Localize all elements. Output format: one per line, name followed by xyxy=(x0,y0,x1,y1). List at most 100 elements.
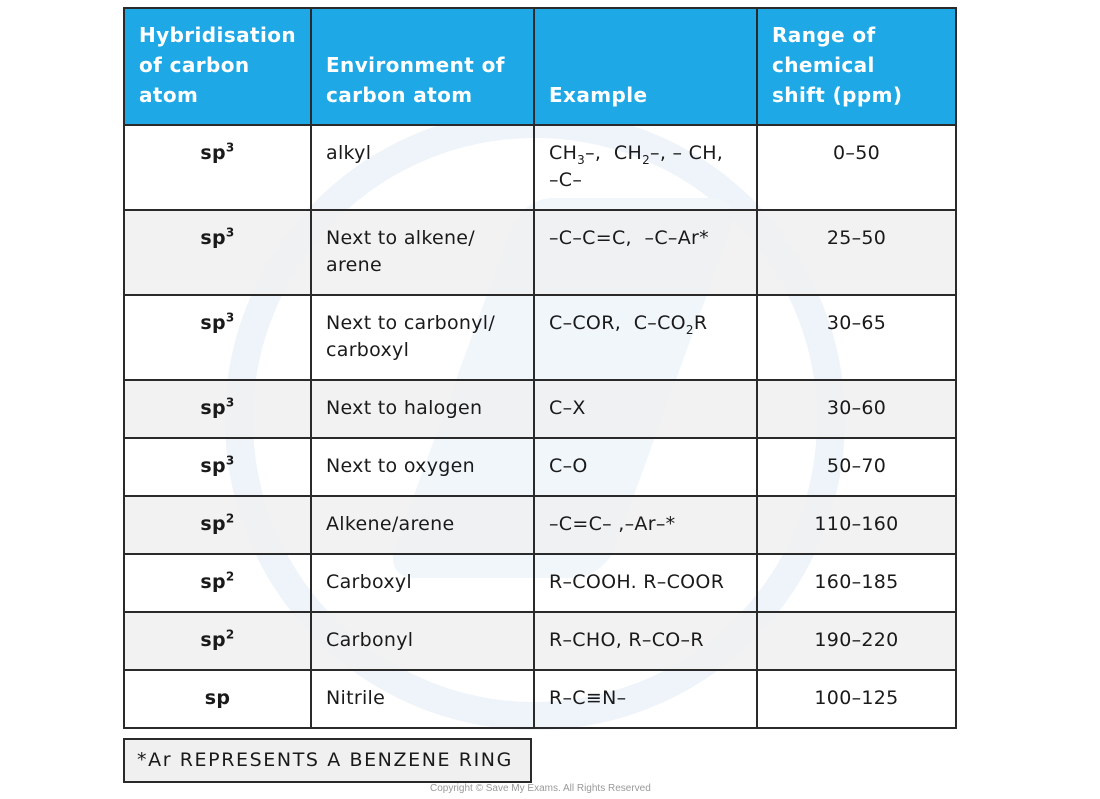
copyright-text: Copyright © Save My Exams. All Rights Re… xyxy=(430,783,651,794)
example-cell: CH3–, CH2–, – CH,–C– xyxy=(533,124,758,211)
range-cell: 50–70 xyxy=(756,437,957,497)
range-cell: 30–65 xyxy=(756,294,957,381)
hybridisation-superscript: 3 xyxy=(225,140,235,155)
hybridisation-cell: sp2 xyxy=(123,495,312,555)
example-value: –C=C– ,–Ar–* xyxy=(549,513,676,535)
example-cell: –C=C– ,–Ar–* xyxy=(533,495,758,555)
range-value: 30–60 xyxy=(826,397,887,419)
hybridisation-value: sp xyxy=(200,629,226,651)
hybridisation-superscript: 3 xyxy=(225,310,235,325)
hybridisation-cell: sp xyxy=(123,669,312,729)
environment-cell: Carbonyl xyxy=(310,611,535,671)
header-range-line: Range of xyxy=(772,23,876,47)
table-row: sp3 Next to oxygen C–O 50–70 xyxy=(123,437,957,497)
environment-cell: Next to halogen xyxy=(310,379,535,439)
header-row: Hybridisation of carbon atom Environment… xyxy=(123,7,957,126)
example-value: R–C≡N– xyxy=(549,687,627,709)
table-row: sp3 Next to halogen C–X 30–60 xyxy=(123,379,957,439)
header-hybridisation-line: of carbon xyxy=(139,53,250,77)
environment-value: Next to halogen xyxy=(326,397,483,419)
hybridisation-value: sp xyxy=(204,687,231,709)
range-cell: 0–50 xyxy=(756,124,957,211)
example-value: C–COR, C–CO2R xyxy=(549,312,708,337)
header-example: Example xyxy=(533,7,758,126)
environment-cell: Carboxyl xyxy=(310,553,535,613)
hybridisation-cell: sp3 xyxy=(123,209,312,296)
hybridisation-value: sp xyxy=(200,142,226,164)
range-value: 25–50 xyxy=(826,227,887,249)
header-environment: Environment of carbon atom xyxy=(310,7,535,126)
environment-cell: Nitrile xyxy=(310,669,535,729)
hybridisation-superscript: 3 xyxy=(225,225,235,240)
header-hybridisation-line: atom xyxy=(139,83,199,107)
range-cell: 190–220 xyxy=(756,611,957,671)
example-value: –C–C=C, –C–Ar* xyxy=(549,227,709,249)
range-value: 30–65 xyxy=(826,312,887,334)
hybridisation-cell: sp2 xyxy=(123,553,312,613)
hybridisation-superscript: 2 xyxy=(225,627,235,642)
environment-value: Next to alkene/ arene xyxy=(326,227,475,276)
range-value: 190–220 xyxy=(814,629,899,651)
table-row: sp3 Next to alkene/ arene –C–C=C, –C–Ar* 25… xyxy=(123,209,957,296)
example-cell: C–COR, C–CO2R xyxy=(533,294,758,381)
environment-value: Nitrile xyxy=(326,687,386,709)
range-value: 160–185 xyxy=(814,571,899,593)
hybridisation-superscript: 2 xyxy=(225,511,235,526)
environment-value: alkyl xyxy=(326,142,372,164)
environment-cell: Next to alkene/ arene xyxy=(310,209,535,296)
hybridisation-value: sp xyxy=(200,571,226,593)
hybridisation-value: sp xyxy=(200,397,226,419)
table-row: sp Nitrile R–C≡N– 100–125 xyxy=(123,669,957,729)
header-range-line: shift (ppm) xyxy=(772,83,903,107)
range-value: 100–125 xyxy=(814,687,899,709)
table-row: sp2 Carboxyl R–COOH. R–COOR 160–185 xyxy=(123,553,957,613)
chemical-shift-table: Hybridisation of carbon atom Environment… xyxy=(123,7,957,729)
header-range-line: chemical xyxy=(772,53,875,77)
range-cell: 160–185 xyxy=(756,553,957,613)
environment-value: Alkene/arene xyxy=(326,513,455,535)
example-value: R–COOH. R–COOR xyxy=(549,571,725,593)
range-cell: 110–160 xyxy=(756,495,957,555)
hybridisation-cell: sp3 xyxy=(123,124,312,211)
hybridisation-cell: sp3 xyxy=(123,379,312,439)
table-row: sp3 alkyl CH3–, CH2–, – CH,–C– 0–50 xyxy=(123,124,957,211)
environment-value: Next to oxygen xyxy=(326,455,475,477)
header-hybridisation: Hybridisation of carbon atom xyxy=(123,7,312,126)
environment-cell: alkyl xyxy=(310,124,535,211)
footnote-box: *Ar REPRESENTS A BENZENE RING xyxy=(123,738,532,783)
example-value: C–O xyxy=(549,455,588,477)
example-cell: –C–C=C, –C–Ar* xyxy=(533,209,758,296)
header-example-line: Example xyxy=(549,83,648,107)
example-value: R–CHO, R–CO–R xyxy=(549,629,704,651)
environment-cell: Next to carbonyl/ carboxyl xyxy=(310,294,535,381)
hybridisation-superscript: 3 xyxy=(225,395,235,410)
hybridisation-value: sp xyxy=(200,312,226,334)
header-environment-line: carbon atom xyxy=(326,83,473,107)
hybridisation-superscript: 2 xyxy=(225,569,235,584)
hybridisation-value: sp xyxy=(200,455,226,477)
environment-cell: Next to oxygen xyxy=(310,437,535,497)
header-range: Range of chemical shift (ppm) xyxy=(756,7,957,126)
table-row: sp2 Alkene/arene –C=C– ,–Ar–* 110–160 xyxy=(123,495,957,555)
range-value: 50–70 xyxy=(826,455,887,477)
example-cell: C–O xyxy=(533,437,758,497)
example-cell: C–X xyxy=(533,379,758,439)
hybridisation-cell: sp3 xyxy=(123,294,312,381)
example-value: C–X xyxy=(549,397,586,419)
footnote-text: *Ar REPRESENTS A BENZENE RING xyxy=(137,749,513,771)
example-value: CH3–, CH2–, – CH,–C– xyxy=(549,142,724,191)
range-cell: 25–50 xyxy=(756,209,957,296)
hybridisation-cell: sp2 xyxy=(123,611,312,671)
environment-cell: Alkene/arene xyxy=(310,495,535,555)
example-cell: R–C≡N– xyxy=(533,669,758,729)
hybridisation-value: sp xyxy=(200,513,226,535)
header-environment-line: Environment of xyxy=(326,53,505,77)
range-value: 0–50 xyxy=(833,142,880,164)
range-cell: 100–125 xyxy=(756,669,957,729)
environment-value: Carboxyl xyxy=(326,571,412,593)
hybridisation-cell: sp3 xyxy=(123,437,312,497)
hybridisation-value: sp xyxy=(200,227,226,249)
